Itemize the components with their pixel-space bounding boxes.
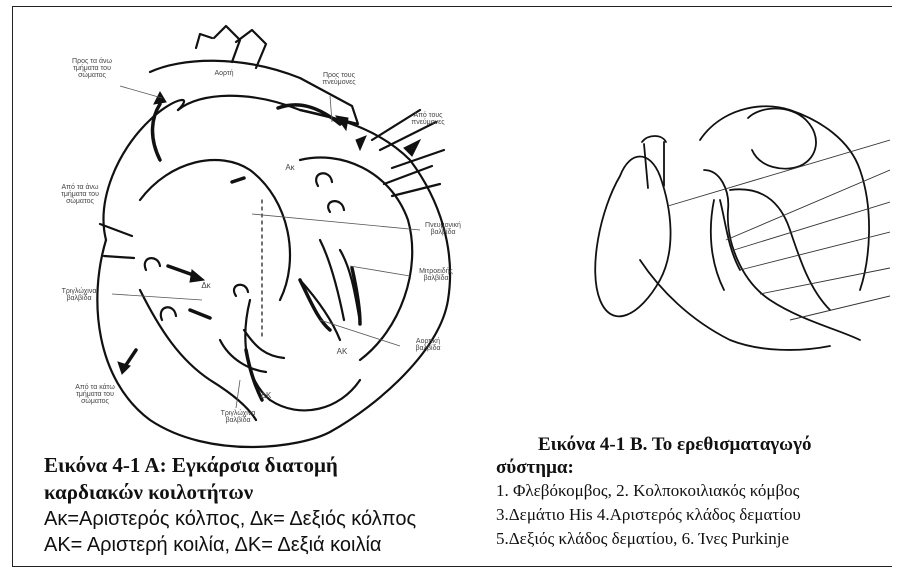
label-pulmonary-valve: Πνευμονική βαλβίδα — [414, 222, 472, 236]
label-pulmonary-artery: Προς τους πνεύμονες — [304, 72, 374, 86]
label-dk-small: Δκ — [196, 282, 216, 289]
conduction-leaders — [668, 140, 890, 320]
caption-figure-b: Εικόνα 4-1 Β. Το ερεθισματαγωγό σύστημα:… — [496, 433, 896, 551]
caption-a-legend-line1: Ακ=Αριστερός κόλπος, Δκ= Δεξιός κόλπος — [44, 506, 514, 532]
conduction-system — [595, 106, 869, 350]
label-mitral-valve: Μιτροειδής βαλβίδα — [406, 268, 466, 282]
caption-figure-a: Εικόνα 4-1 Α: Εγκάρσια διατομή καρδιακών… — [44, 452, 514, 558]
caption-a-legend-line2: ΑΚ= Αριστερή κοιλία, ΔΚ= Δεξιά κοιλία — [44, 532, 514, 558]
caption-b-legend-line2: 3.Δεμάτιο His 4.Αριστερός κλάδος δεματίο… — [496, 503, 896, 527]
label-tricuspid: Τριγλώχινα βαλβίδα — [206, 410, 270, 424]
caption-b-title-line2: σύστημα: — [496, 456, 896, 479]
caption-a-title-line1: Εικόνα 4-1 Α: Εγκάρσια διατομή — [44, 452, 514, 479]
label-ak-small: Ακ — [280, 164, 300, 171]
caption-b-title-line1: Εικόνα 4-1 Β. Το ερεθισματαγωγό — [538, 433, 896, 456]
label-from-upper-body: Από τα άνω τμήματα του σώματος — [42, 184, 118, 205]
label-aortic-valve: Αορτική βαλβίδα — [400, 338, 456, 352]
caption-a-title-line2: καρδιακών κοιλοτήτων — [44, 479, 514, 506]
label-DK: ΔΚ — [254, 392, 278, 399]
label-to-upper-body: Προς τα άνω τμήματα του σώματος — [54, 58, 130, 79]
label-from-lower-body: Από τα κάτω τμήματα του σώματος — [58, 384, 132, 405]
label-from-lungs: Από τους πνεύμονες — [396, 112, 460, 126]
label-AK: ΑΚ — [330, 348, 354, 355]
caption-b-legend-line1: 1. Φλεβόκομβος, 2. Κολποκοιλιακός κόμβος — [496, 479, 896, 503]
label-right-atrium-note: Τριγλώχινα βαλβίδα — [46, 288, 112, 302]
label-aorta: Αορτή — [204, 70, 244, 77]
caption-b-legend-line3: 5.Δεξιός κλάδος δεματίου, 6. Ίνες Purkin… — [496, 527, 896, 551]
heart-cross-section — [97, 26, 450, 447]
